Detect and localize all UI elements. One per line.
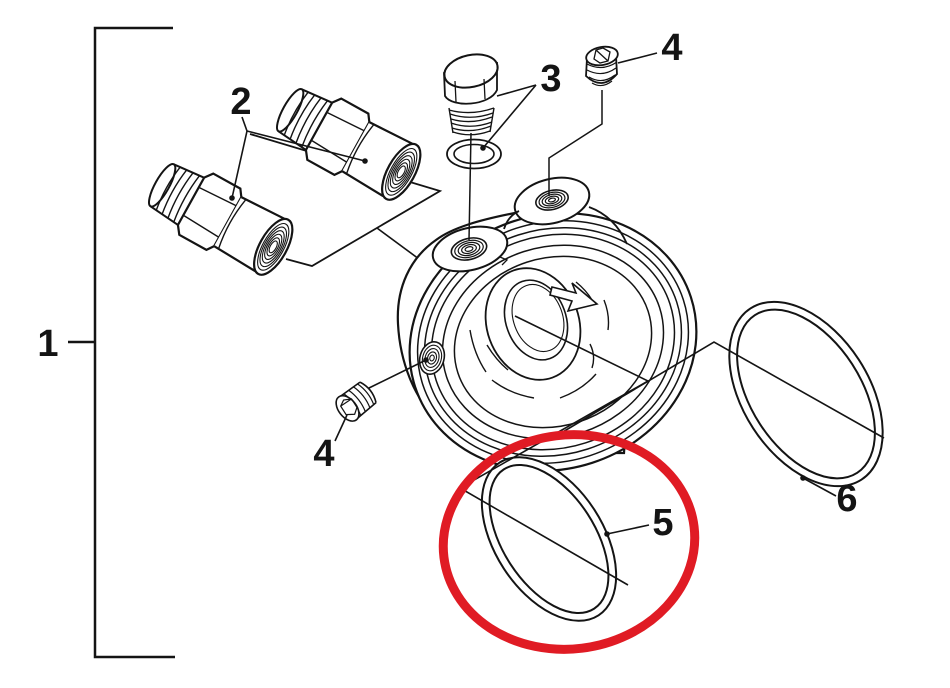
center-thread-bore <box>503 279 569 361</box>
callout-3: 3 <box>540 58 561 100</box>
adapter-body <box>396 176 698 472</box>
hex-head-plug <box>443 53 499 136</box>
callout-6: 6 <box>836 478 857 520</box>
plug4-top-centerline <box>548 90 603 196</box>
leader-4-bottom <box>334 360 425 442</box>
leader-5 <box>606 524 650 535</box>
callout-2: 2 <box>230 81 251 123</box>
port-boss-top <box>513 176 591 226</box>
leader-4-top <box>617 52 658 64</box>
port-boss-left <box>431 225 509 273</box>
port-bore-left <box>450 237 488 261</box>
leader-6 <box>802 477 837 497</box>
body-top-edges <box>503 206 628 245</box>
callout-4-top: 4 <box>661 27 682 69</box>
port-bore-side <box>418 340 446 376</box>
leader-3 <box>482 84 537 149</box>
highlight-ellipse <box>438 430 700 654</box>
socket-plug-side <box>335 380 379 422</box>
leader-2 <box>231 116 366 199</box>
face-recess-arcs <box>469 279 610 399</box>
o-ring6-axis-line <box>555 341 885 439</box>
callout-4-bottom: 4 <box>313 433 334 475</box>
leader-dots <box>229 145 806 537</box>
callout-1: 1 <box>37 323 58 365</box>
socket-plug-top <box>585 45 619 87</box>
callout-labels: 1 2 3 4 4 5 6 <box>37 27 857 544</box>
sealing-washer <box>446 138 502 170</box>
plug3-centerline <box>468 132 472 241</box>
flow-arrow <box>549 282 599 313</box>
callout-5: 5 <box>652 502 673 544</box>
hex-nipple-fitting-lower <box>137 150 304 286</box>
assembly-bracket <box>68 26 175 659</box>
leader-lines <box>229 52 837 537</box>
